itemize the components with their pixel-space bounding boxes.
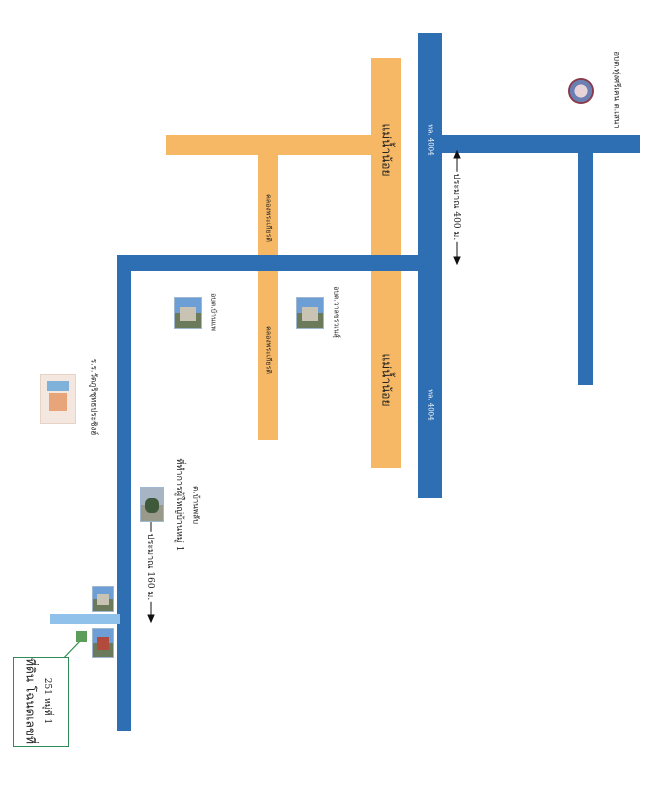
hwy-4004-label-top: ทล. 4004: [426, 124, 435, 156]
office-label-line2: ต.บ้านพลับ: [191, 485, 201, 525]
distance-160m-label: ประมาณ 160 ม.: [144, 531, 158, 603]
obt-top-label: อบต.บ้านแพ: [209, 293, 218, 331]
obt-bottom-label: อบต.วาลขรวเนสุ์: [332, 286, 341, 338]
khlong-label-bottom: คลองพระเกียรติ: [264, 326, 273, 374]
obt-bottom-photo: [296, 297, 324, 329]
destination-branch-road: [50, 614, 120, 624]
top-orange-connector-road: [166, 135, 396, 155]
right-branch-road: [578, 135, 593, 385]
office-label-line1: ที่ทำการผู้ใหญ่บ้านหมู่ 1: [174, 458, 184, 552]
district-label: อบต.ทุ่งศรีเคน ต.เสนา: [612, 51, 622, 129]
destination-callout: [13, 657, 69, 747]
destination-label-line2: 251 หมู่ที่ 1: [42, 677, 52, 725]
school-logo-icon: [40, 374, 76, 424]
village-office-photo: [140, 487, 164, 522]
school-label: ร.ร.วัดภูริชุทธประชิงฮ์: [89, 358, 99, 436]
hwy-4004-label-bottom: ทล. 4004: [426, 389, 435, 421]
khlong-road: [258, 135, 278, 440]
main-horizontal-road: [117, 255, 435, 271]
destination-marker-icon: [76, 631, 87, 642]
destination-label-line1: ที่ดิน โฉนดเลขที่: [23, 658, 38, 744]
obt-top-photo: [174, 297, 202, 329]
mae-nam-noi-label-bottom: แม่น้ำน้อย: [379, 353, 394, 407]
mae-nam-noi-label-top: แม่น้ำน้อย: [379, 123, 394, 177]
destination-photo-1: [92, 586, 114, 612]
destination-photo-2: [92, 628, 114, 658]
top-right-connector-road: [418, 135, 640, 153]
khlong-label-top: คลองพระเกียรติ: [264, 194, 273, 242]
district-emblem-icon: [568, 78, 594, 104]
left-main-road: [117, 255, 131, 731]
distance-400m-label: ประมาณ 400 ม.: [450, 171, 464, 243]
